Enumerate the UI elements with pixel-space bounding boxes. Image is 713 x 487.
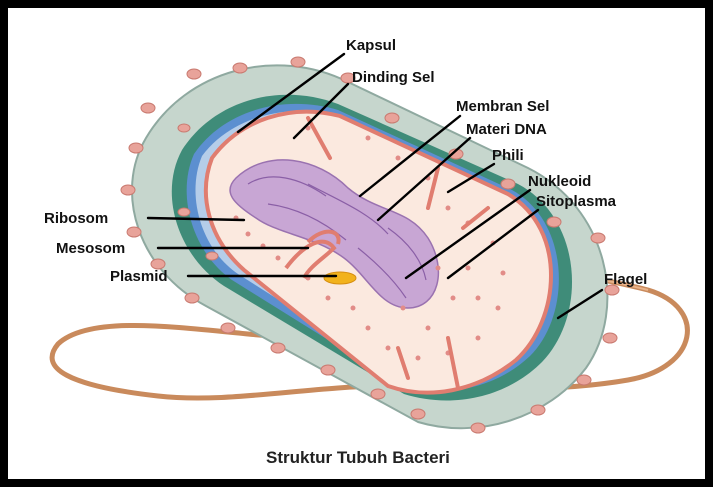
label-flagel: Flagel [604, 271, 647, 288]
label-kapsul: Kapsul [346, 37, 396, 54]
label-dinding-sel: Dinding Sel [352, 69, 435, 86]
diagram-frame: Kapsul Dinding Sel Membran Sel Materi DN… [8, 8, 705, 479]
label-plasmid: Plasmid [110, 268, 168, 285]
label-membran-sel: Membran Sel [456, 98, 549, 115]
label-mesosom: Mesosom [56, 240, 125, 257]
label-sitoplasma: Sitoplasma [536, 193, 617, 210]
diagram-caption: Struktur Tubuh Bacteri [266, 448, 450, 467]
label-phili: Phili [492, 147, 524, 164]
label-ribosom: Ribosom [44, 210, 108, 227]
bacteria-structure-diagram: Kapsul Dinding Sel Membran Sel Materi DN… [8, 8, 705, 479]
label-nukleoid: Nukleoid [528, 173, 591, 190]
label-materi-dna: Materi DNA [466, 121, 547, 138]
plasmid [324, 272, 356, 284]
